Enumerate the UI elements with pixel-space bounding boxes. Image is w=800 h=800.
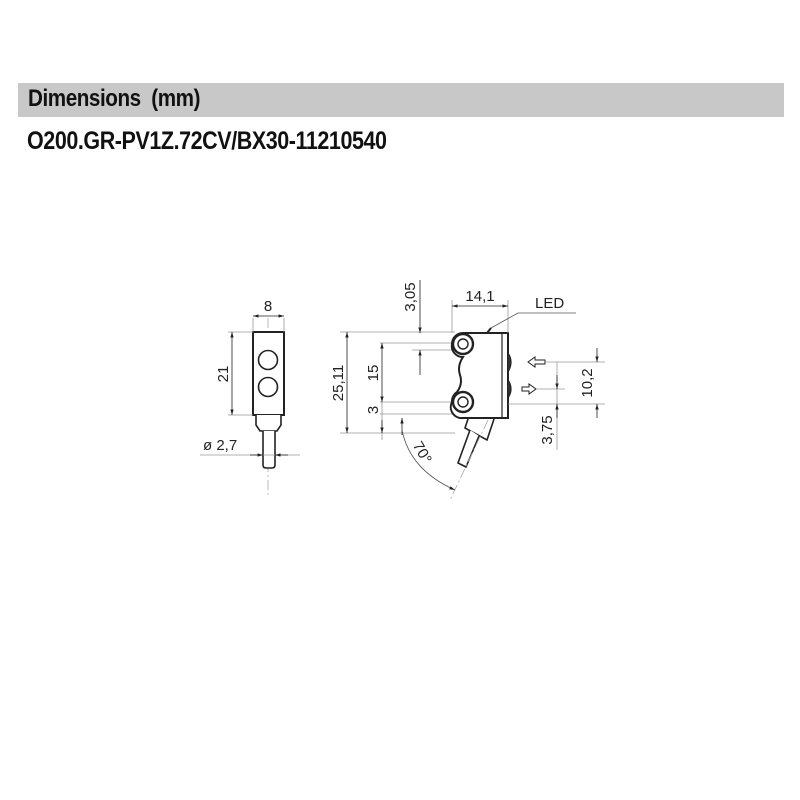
cable-angle-label: 70° xyxy=(409,439,435,467)
optic-receiver-icon xyxy=(257,376,279,398)
model-code: O200.GR-PV1Z.72CV/BX30-11210540 xyxy=(27,127,387,155)
optic-emitter-icon xyxy=(257,349,279,371)
front-width-label: 14,1 xyxy=(465,288,494,305)
optic-spacing-label: 10,2 xyxy=(579,368,596,397)
side-width-label: 8 xyxy=(264,298,272,315)
overall-height-label: 25,11 xyxy=(330,365,347,401)
header-bar xyxy=(18,83,784,117)
top-offset-label: 3,05 xyxy=(402,282,419,311)
section-title: Dimensions (mm) xyxy=(28,85,201,112)
cable-diameter-label: ø 2,7 xyxy=(203,437,237,454)
bottom-offset-label: 3 xyxy=(365,406,382,414)
side-height-label: 21 xyxy=(215,366,232,383)
front-view: 3,05 14,1 LED 25,11 15 3 70° xyxy=(330,280,605,501)
optic-offset-label: 3,75 xyxy=(539,415,556,444)
led-label: LED xyxy=(535,295,564,312)
side-view: 8 21 ø 2,7 xyxy=(200,298,300,495)
hole-spacing-label: 15 xyxy=(365,365,382,382)
